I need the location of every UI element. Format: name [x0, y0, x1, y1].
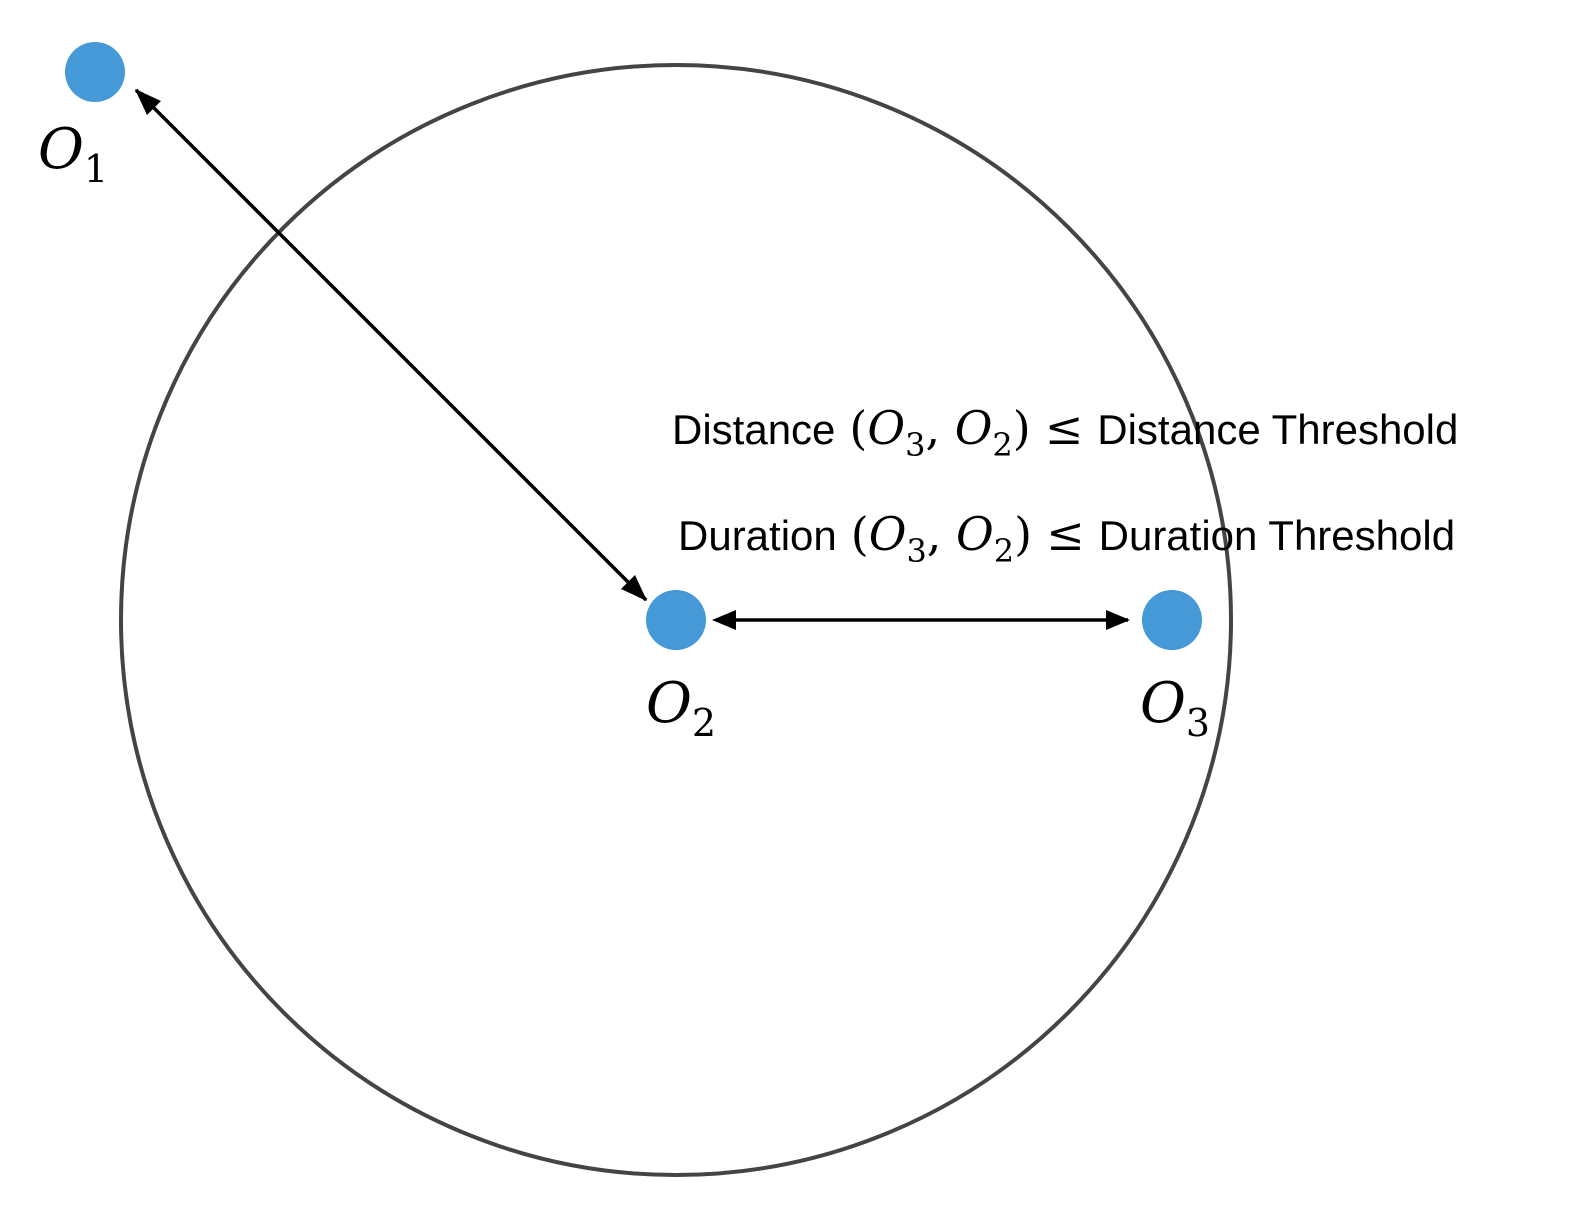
label-o3: O3 [1140, 671, 1210, 745]
condition-duration: Duration(O3, O2)≤Duration Threshold [678, 507, 1455, 570]
label-o1: O1 [38, 117, 108, 191]
node-o3 [1142, 590, 1202, 650]
threshold-circle [119, 63, 1233, 1177]
node-o2 [646, 590, 706, 650]
node-o1 [65, 42, 125, 102]
label-o2: O2 [646, 671, 716, 745]
arrowhead-o2-diag [621, 575, 647, 601]
arrow-o1-o2 [134, 88, 648, 602]
arrowhead-o1 [135, 89, 161, 115]
arrowhead-o2-horiz [712, 610, 736, 630]
condition-distance: Distance(O3, O2)≤Distance Threshold [672, 401, 1458, 464]
arrowhead-o3 [1106, 610, 1130, 630]
